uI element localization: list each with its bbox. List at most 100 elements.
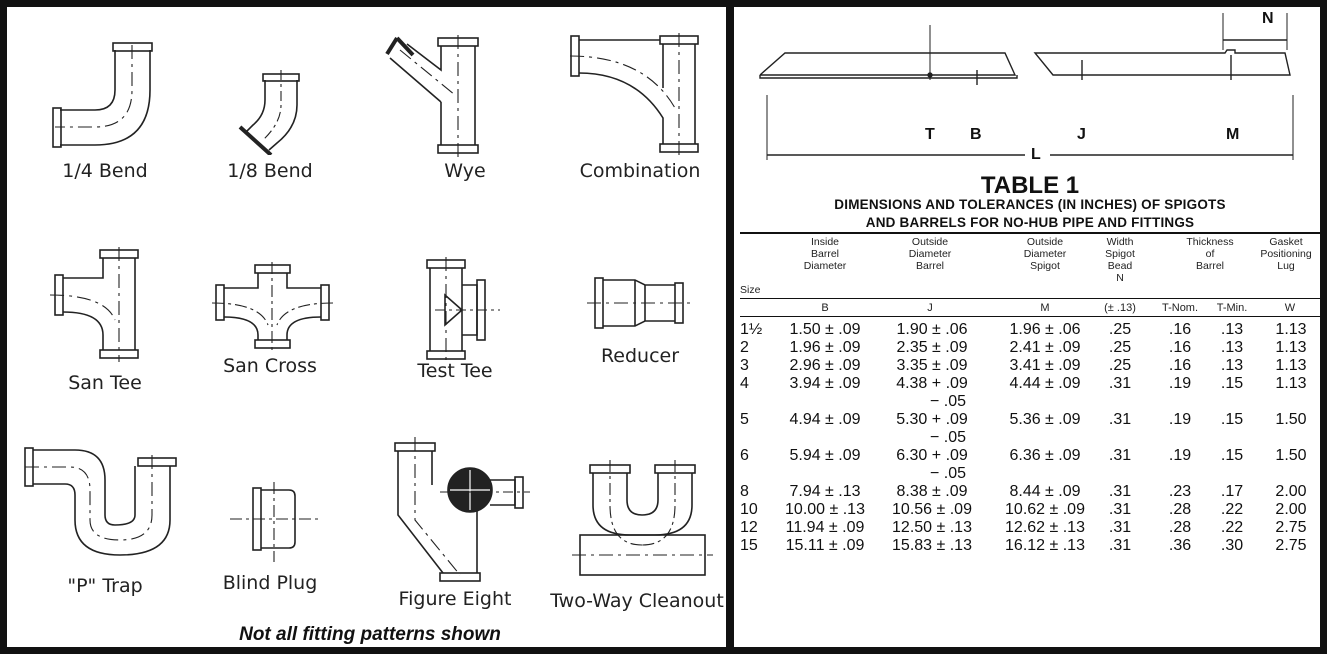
table-cell-j: 3.35 ± .09: [896, 357, 968, 374]
table-cell-tmin: .13: [1220, 339, 1244, 356]
table-cell-m: 3.41 ± .09: [1009, 357, 1081, 374]
fitting-label-two-way-cleanout: Two-Way Cleanout: [550, 590, 724, 612]
diagram-label-n: N: [1262, 10, 1274, 27]
table-cell-tmin: .13: [1220, 357, 1244, 374]
table-cell-tmin: .15: [1220, 447, 1244, 464]
table-cell-m: 5.36 ± .09: [1009, 411, 1081, 428]
table-cell-n: .31: [1108, 375, 1132, 392]
fitting-label-eighth-bend: 1/8 Bend: [227, 160, 313, 182]
table-cell-m: 8.44 ± .09: [1009, 483, 1081, 500]
diagram-label-l: L: [1031, 146, 1041, 163]
table-subtitle-line2: AND BARRELS FOR NO-HUB PIPE AND FITTINGS: [865, 215, 1195, 230]
pipe-dimension-diagram: [759, 13, 1294, 160]
subheader-j: J: [927, 302, 933, 314]
table-cell-m: 2.41 ± .09: [1009, 339, 1081, 356]
table-cell-b: 1.50 ± .09: [789, 321, 861, 338]
table-cell-j: 6.30 + .09: [896, 447, 968, 464]
fitting-label-quarter-bend: 1/4 Bend: [62, 160, 148, 182]
table-cell-tnom: .28: [1168, 519, 1192, 536]
fitting-label-san-cross: San Cross: [223, 355, 317, 377]
fitting-label-wye: Wye: [444, 160, 486, 182]
table-cell-m: 1.96 ± .06: [1009, 321, 1081, 338]
table-cell-n: .25: [1108, 339, 1132, 356]
table-cell-j: 2.35 ± .09: [896, 339, 968, 356]
table-cell-m: 12.62 ± .13: [1005, 519, 1085, 536]
fitting-label-san-tee: San Tee: [68, 372, 142, 394]
header-od-barrel: Outside Diameter Barrel: [908, 236, 952, 272]
table-cell-tmin: .13: [1220, 321, 1244, 338]
table-cell-b: 5.94 ± .09: [789, 447, 861, 464]
table-cell-tnom: .28: [1168, 501, 1192, 518]
subheader-tmin: T-Min.: [1216, 302, 1248, 314]
header-inside-diameter: Inside Barrel Diameter: [803, 236, 847, 272]
table-cell-size: 1½: [740, 321, 763, 338]
table-cell-j: 4.38 + .09: [896, 375, 968, 392]
table-cell-size: 10: [740, 501, 758, 518]
table-cell-w: 2.75: [1275, 519, 1307, 536]
table-cell-w: 1.13: [1275, 339, 1307, 356]
table-cell-tnom: .16: [1168, 321, 1192, 338]
table-cell-b: 1.96 ± .09: [789, 339, 861, 356]
table-cell-w: 1.13: [1275, 321, 1307, 338]
table-cell-b: 11.94 ± .09: [785, 519, 865, 536]
table-cell-size: 4: [740, 375, 749, 392]
table-cell-size: 12: [740, 519, 758, 536]
header-barrel-thickness: Thickness of Barrel: [1186, 236, 1234, 272]
table-cell-tmin: .15: [1220, 411, 1244, 428]
table-cell-w: 1.50: [1275, 411, 1307, 428]
table-cell-tnom: .23: [1168, 483, 1192, 500]
reducer-drawing: [587, 277, 693, 329]
wye-drawing: [385, 35, 479, 158]
table-top-rule: [740, 232, 1320, 234]
table-cell-tnom: .16: [1168, 357, 1192, 374]
table-cell-tnom: .19: [1168, 375, 1192, 392]
table-cell-n: .31: [1108, 537, 1132, 554]
table-cell-b: 3.94 ± .09: [789, 375, 861, 392]
table-cell-w: 1.13: [1275, 357, 1307, 374]
table-cell-n: .31: [1108, 483, 1132, 500]
table-cell-m: 16.12 ± .13: [1005, 537, 1085, 554]
fitting-label-reducer: Reducer: [600, 345, 680, 367]
header-spigot-bead-width: Width Spigot Bead N: [1105, 236, 1135, 284]
fitting-label-figure-eight: Figure Eight: [398, 588, 512, 610]
table-cell-j: 12.50 ± .13: [892, 519, 972, 536]
table-cell-tmin: .22: [1220, 519, 1244, 536]
table-cell-size: 15: [740, 537, 758, 554]
table-cell-tmin: .17: [1220, 483, 1244, 500]
table-title: TABLE 1: [980, 172, 1080, 199]
diagram-label-m: M: [1226, 126, 1240, 143]
table-cell-w: 2.00: [1275, 483, 1307, 500]
table-cell-n: .25: [1108, 357, 1132, 374]
table-cell-b: 10.00 ± .13: [785, 501, 865, 518]
table-cell-tmin: .22: [1220, 501, 1244, 518]
table-cell-j: 5.30 + .09: [896, 411, 968, 428]
subheader-m: M: [1040, 302, 1050, 314]
figure-eight-drawing: [394, 437, 530, 582]
table-cell-tnom: .36: [1168, 537, 1192, 554]
table-cell-n: .31: [1108, 519, 1132, 536]
table-cell-j-lower-tolerance: − .05: [930, 393, 967, 410]
table-cell-w: 1.50: [1275, 447, 1307, 464]
p-trap-drawing: [24, 447, 177, 556]
subheader-b: B: [821, 302, 829, 314]
subheader-tnom: T-Nom.: [1161, 302, 1199, 314]
header-od-spigot: Outside Diameter Spigot: [1023, 236, 1067, 272]
table-cell-size: 3: [740, 357, 749, 374]
table-cell-tmin: .30: [1220, 537, 1244, 554]
table-cell-n: .31: [1108, 447, 1132, 464]
table-cell-tmin: .15: [1220, 375, 1244, 392]
test-tee-drawing: [426, 257, 500, 363]
table-cell-size: 2: [740, 339, 749, 356]
table-cell-tnom: .19: [1168, 411, 1192, 428]
table-cell-n: .25: [1108, 321, 1132, 338]
table-cell-n: .31: [1108, 411, 1132, 428]
blind-plug-drawing: [230, 482, 320, 562]
diagram-label-b: B: [970, 126, 982, 143]
table-cell-b: 15.11 ± .09: [785, 537, 865, 554]
table-cell-w: 2.00: [1275, 501, 1307, 518]
table-cell-j: 8.38 ± .09: [896, 483, 968, 500]
table-cell-n: .31: [1108, 501, 1132, 518]
fitting-label-test-tee: Test Tee: [417, 360, 493, 382]
table-cell-j: 10.56 ± .09: [892, 501, 972, 518]
